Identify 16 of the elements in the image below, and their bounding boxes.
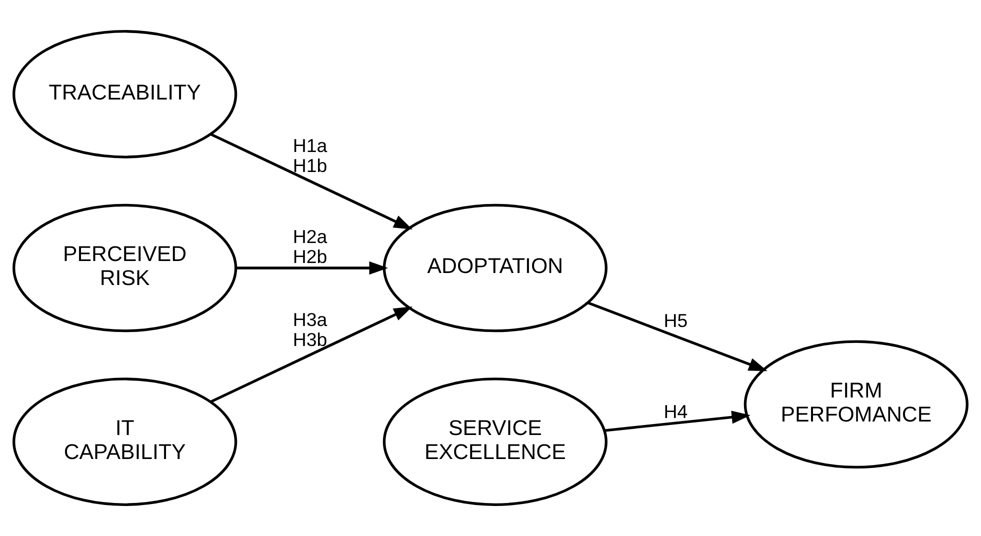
arrow bbox=[210, 306, 412, 403]
arrow bbox=[236, 261, 388, 275]
arrow bbox=[604, 410, 750, 432]
node-ellipse: ADOPTATION bbox=[382, 204, 608, 332]
node-ellipse: TRACEABILITY bbox=[12, 30, 238, 158]
edge-label: H2a H2b bbox=[292, 226, 328, 267]
edge-label: H5 bbox=[664, 310, 688, 332]
node-ellipse: SERVICE EXCELLENCE bbox=[382, 378, 608, 506]
arrow bbox=[210, 133, 412, 230]
node-ellipse: PERCEIVED RISK bbox=[12, 204, 238, 332]
edge-label: H3a H3b bbox=[292, 308, 328, 350]
edge-label: H1a H1b bbox=[292, 134, 328, 176]
node-ellipse: FIRM PERFOMANCE bbox=[744, 340, 968, 469]
node-ellipse: IT CAPABILITY bbox=[12, 378, 238, 506]
edge-label: H4 bbox=[664, 401, 688, 422]
arrow bbox=[587, 302, 768, 372]
